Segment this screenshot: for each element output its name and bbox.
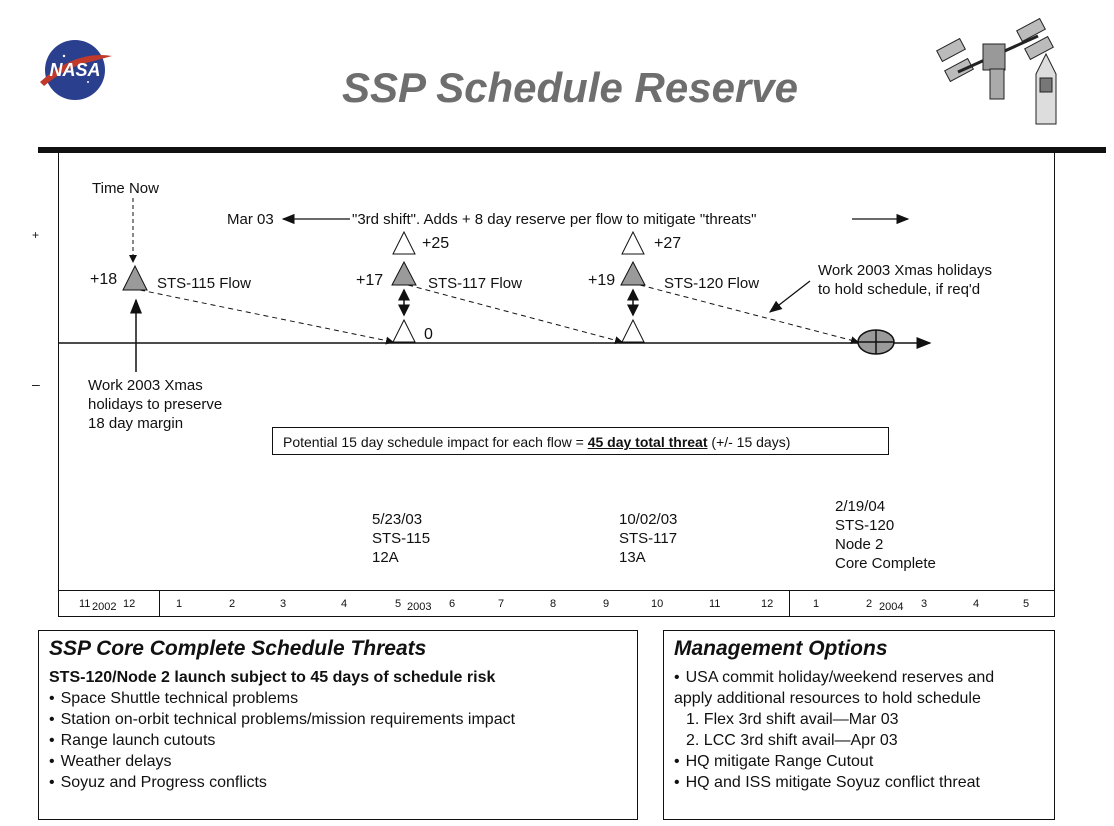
reserve-triangle-115 <box>122 264 148 291</box>
tl-month: 5 <box>1023 598 1030 610</box>
option-item: HQ mitigate Range Cutout <box>674 751 1044 772</box>
tl-month: 3 <box>280 598 287 610</box>
options-panel: Management Options USA commit holiday/we… <box>663 630 1055 820</box>
options-title: Management Options <box>674 637 888 660</box>
flow-label-117: STS-117 Flow <box>428 275 522 292</box>
flow-dash-117 <box>407 284 623 345</box>
month-timeline: 11 2002 12 1 2 3 4 5 2003 6 7 8 9 10 11 … <box>58 590 1055 617</box>
nasa-logo: NASA <box>40 40 112 100</box>
tl-month: 1 <box>813 598 820 610</box>
reserve-triangle-117 <box>391 260 417 286</box>
xmas-left-note: Work 2003 Xmas holidays to preserve 18 d… <box>88 377 223 432</box>
flow-upper-117: +25 <box>422 235 450 252</box>
tl-month: 12 <box>761 598 774 610</box>
tl-month: 11 <box>79 598 91 610</box>
milestone-sts120: 2/19/04 STS-120 Node 2 Core Complete <box>835 498 936 572</box>
tl-month: 1 <box>176 598 183 610</box>
space-station-image <box>936 17 1057 125</box>
tl-month: 10 <box>651 598 664 610</box>
tl-month: 6 <box>449 598 456 610</box>
tl-month: 4 <box>341 598 348 610</box>
tl-year-2004: 2004 <box>879 601 904 613</box>
milestone-sts117: 10/02/03 STS-117 13A <box>619 511 678 566</box>
flow-label-115: STS-115 Flow <box>157 275 251 292</box>
threat-item: Range launch cutouts <box>49 730 627 751</box>
tl-month: 12 <box>123 598 136 610</box>
threat-item: Station on-orbit technical problems/miss… <box>49 709 627 730</box>
option-item: USA commit holiday/weekend reserves and <box>674 667 1044 688</box>
threat-item: Space Shuttle technical problems <box>49 688 627 709</box>
flow-reserve-120: +19 <box>588 272 616 289</box>
threats-title: SSP Core Complete Schedule Threats <box>49 637 427 660</box>
flow-upper-120: +27 <box>654 235 682 252</box>
option-item: HQ and ISS mitigate Soyuz conflict threa… <box>674 772 1044 793</box>
tl-month: 9 <box>603 598 610 610</box>
diagram-frame <box>58 153 1055 590</box>
milestone-sts115: 5/23/03 STS-115 12A <box>372 511 431 566</box>
shift-start-label: Mar 03 <box>227 211 274 228</box>
tl-month: 2 <box>866 598 873 610</box>
side-mark: + <box>32 228 40 242</box>
side-mark: – <box>32 376 40 392</box>
nasa-logo-text: NASA <box>49 60 100 80</box>
reserve-triangle-120 <box>620 260 646 286</box>
flow-label-120: STS-120 Flow <box>664 275 760 292</box>
shift-description: "3rd shift". Adds + 8 day reserve per fl… <box>352 211 757 228</box>
flow-dash-120 <box>639 284 859 345</box>
threat-item: Weather delays <box>49 751 627 772</box>
impact-callout: Potential 15 day schedule impact for eac… <box>272 427 889 455</box>
page-title: SSP Schedule Reserve <box>341 64 798 111</box>
tl-month: 5 <box>395 598 402 610</box>
xmas-right-note: Work 2003 Xmas holidays to hold schedule… <box>818 262 992 298</box>
baseline-triangle-117 <box>392 318 416 343</box>
header-divider <box>38 147 1106 153</box>
tl-month: 3 <box>921 598 928 610</box>
xmas-right-arrow <box>768 280 811 313</box>
flow-reserve-115: +18 <box>90 271 118 288</box>
flow-dash-115 <box>139 289 394 345</box>
option-item-cont: apply additional resources to hold sched… <box>674 690 981 707</box>
flow-baseline-117: 0 <box>424 326 433 343</box>
threats-lead: STS-120/Node 2 launch subject to 45 days… <box>49 669 496 686</box>
option-sub: 1. Flex 3rd shift avail—Mar 03 <box>686 711 899 728</box>
baseline-triangle-120 <box>621 318 645 343</box>
tl-month: 11 <box>709 598 721 610</box>
upper-triangle-117 <box>392 230 416 255</box>
tl-month: 2 <box>229 598 236 610</box>
time-now-label: Time Now <box>92 180 159 197</box>
tl-month: 8 <box>550 598 557 610</box>
flow-reserve-117: +17 <box>356 272 384 289</box>
tl-month: 4 <box>973 598 980 610</box>
threat-item: Soyuz and Progress conflicts <box>49 772 627 793</box>
upper-triangle-120 <box>621 230 645 255</box>
schedule-diagram <box>58 198 932 372</box>
tl-year-2002: 2002 <box>92 601 117 613</box>
option-sub: 2. LCC 3rd shift avail—Apr 03 <box>686 732 898 749</box>
tl-month: 7 <box>498 598 505 610</box>
tl-year-2003: 2003 <box>407 601 432 613</box>
impact-total: 45 day total threat <box>587 434 708 450</box>
threats-panel: SSP Core Complete Schedule Threats STS-1… <box>38 630 638 820</box>
